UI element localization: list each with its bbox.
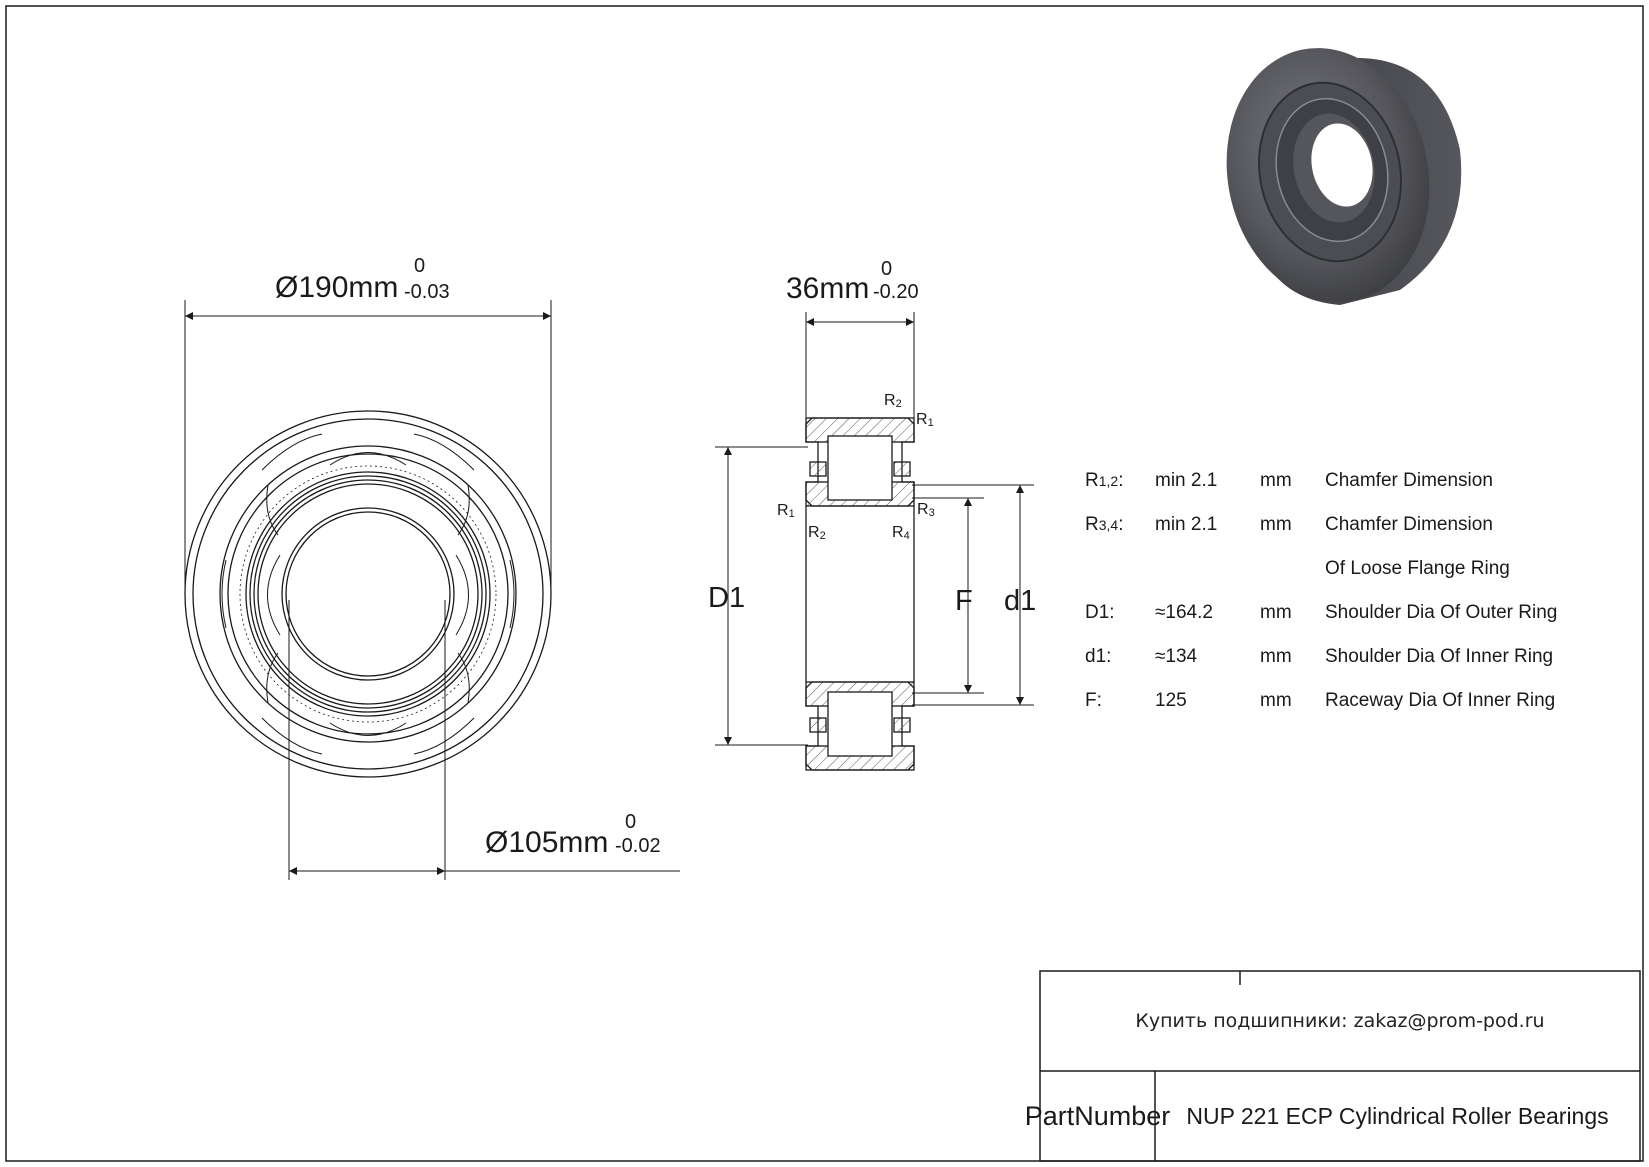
contact-email: Купить подшипники: zakaz@prom-pod.ru	[1135, 1010, 1545, 1032]
bore-diameter-dimension: Ø105mm 0 -0.02	[485, 811, 661, 859]
spec-unit: mm	[1260, 690, 1292, 711]
sheet-border	[5, 5, 1644, 1162]
spec-value: min 2.1	[1155, 514, 1218, 535]
width-tol-upper: 0	[881, 258, 892, 280]
outer-diameter-dimension: Ø190mm 0 -0.03	[275, 255, 450, 304]
d1-lower-label: d1	[1004, 585, 1036, 617]
section-view	[805, 417, 915, 771]
d1-upper-label: D1	[708, 582, 745, 614]
width-label: 36mm	[786, 272, 869, 305]
spec-value: ≈164.2	[1155, 602, 1213, 623]
bore-diameter-label: Ø105mm	[485, 826, 608, 859]
section-letters: D1 F d1	[708, 582, 1036, 617]
spec-description: Chamfer Dimension	[1325, 514, 1493, 535]
spec-unit: mm	[1260, 470, 1292, 491]
spec-value: min 2.1	[1155, 470, 1218, 491]
svg-text:R3: R3	[917, 501, 935, 519]
bore-diameter-tol-upper: 0	[625, 811, 636, 833]
width-dimension: 36mm 0 -0.20	[786, 258, 919, 305]
spec-description: Shoulder Dia Of Outer Ring	[1325, 602, 1558, 623]
svg-text:R2: R2	[808, 524, 826, 542]
bearing-3d-render	[1226, 48, 1462, 305]
svg-text:R1: R1	[777, 502, 795, 520]
spec-value: 125	[1155, 690, 1187, 711]
outer-diameter-tol-upper: 0	[414, 255, 425, 277]
spec-unit: mm	[1260, 602, 1292, 623]
spec-description: Shoulder Dia Of Inner Ring	[1325, 646, 1554, 667]
section-dimensions	[715, 312, 1034, 746]
outer-diameter-label: Ø190mm	[275, 271, 398, 304]
spec-value: ≈134	[1155, 646, 1198, 667]
front-dimensions	[184, 300, 680, 880]
outer-diameter-tol-lower: -0.03	[404, 281, 450, 303]
part-number-value: NUP 221 ECP Cylindrical Roller Bearings	[1186, 1102, 1609, 1129]
svg-text:R1: R1	[916, 411, 934, 429]
svg-text:R4: R4	[892, 524, 910, 542]
spec-description: Of Loose Flange Ring	[1325, 558, 1510, 579]
front-view	[184, 410, 552, 778]
f-label: F	[955, 585, 973, 617]
roller-outlines	[221, 433, 515, 755]
svg-text:R2: R2	[884, 392, 902, 410]
spec-unit: mm	[1260, 646, 1292, 667]
width-tol-lower: -0.20	[873, 281, 919, 303]
radius-labels: R2 R1 R1 R2 R3 R4	[777, 392, 935, 542]
spec-unit: mm	[1260, 514, 1292, 535]
title-block: Купить подшипники: zakaz@prom-pod.ru Par…	[1024, 971, 1640, 1161]
bore-diameter-tol-lower: -0.02	[615, 835, 661, 857]
spec-description: Raceway Dia Of Inner Ring	[1325, 690, 1556, 711]
title-block-lines	[1039, 970, 1641, 1162]
spec-description: Chamfer Dimension	[1325, 470, 1493, 491]
